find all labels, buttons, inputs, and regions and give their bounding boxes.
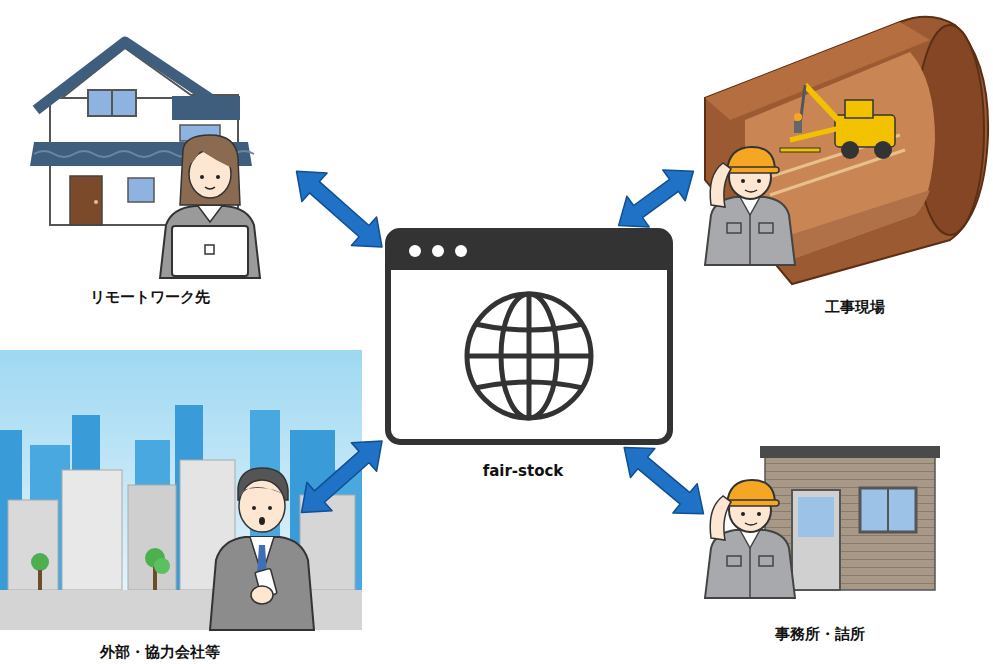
double-arrow (297, 171, 383, 247)
browser-window (388, 231, 670, 442)
node-label: 外部・協力会社等 (100, 643, 220, 661)
site-worker (705, 147, 795, 265)
office-node: 事務所・詰所 (705, 470, 940, 650)
node-label: fair-stock (483, 462, 564, 480)
tunnel (705, 17, 988, 284)
node-label: 事務所・詰所 (775, 625, 865, 643)
node-label: リモートワーク先 (90, 288, 210, 306)
double-arrow (302, 441, 383, 512)
remote-node: リモートワーク先 (35, 40, 295, 312)
house (30, 42, 254, 225)
site-node: 工事現場 (695, 30, 988, 320)
city (0, 350, 362, 630)
node-label: 工事現場 (825, 298, 885, 316)
double-arrow (624, 448, 703, 514)
office-worker (705, 480, 795, 598)
remote-worker (160, 135, 260, 278)
drill-jumbo (780, 85, 895, 159)
system-window: fair-stock (385, 228, 673, 445)
partner-node: 外部・協力会社等 (0, 350, 300, 662)
partner-person (210, 468, 314, 630)
double-arrow (619, 170, 694, 227)
